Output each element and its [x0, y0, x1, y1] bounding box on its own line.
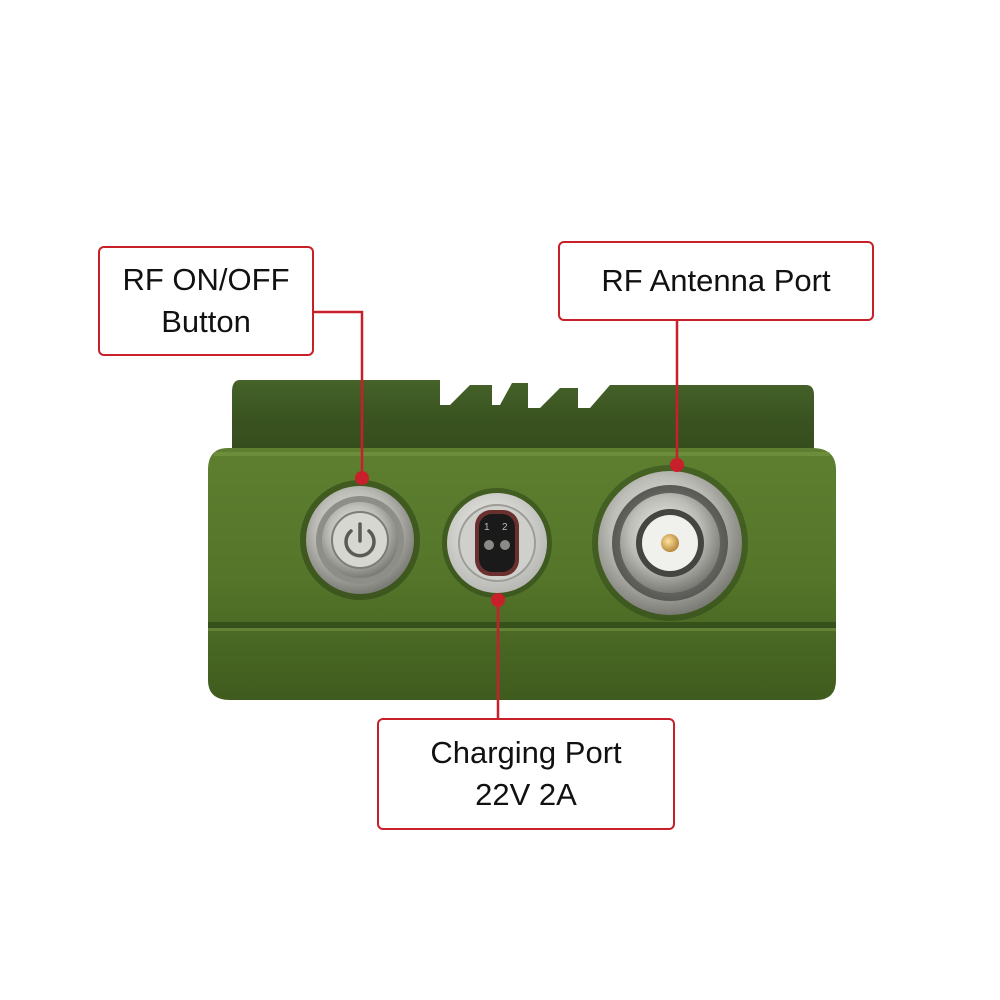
connector-pin-2-label: 2	[502, 522, 508, 533]
power-icon	[344, 522, 376, 558]
connector-pin	[484, 540, 510, 550]
charging-port-callout: Charging Port 22V 2A	[377, 718, 675, 830]
charging-port	[442, 488, 552, 598]
rf-antenna-port	[592, 465, 748, 621]
connector-pin-1-label: 1	[484, 522, 490, 533]
callout-leader-charging	[491, 593, 505, 718]
charging-port-callout-line2: 22V 2A	[475, 777, 577, 812]
callout-leader-antenna	[670, 321, 684, 472]
rf-button-callout-line1: RF ON/OFF	[122, 262, 290, 297]
callout-leader-rf-button	[314, 310, 369, 485]
charging-port-callout-line1: Charging Port	[430, 735, 622, 770]
rf-button-callout-line2: Button	[161, 304, 251, 339]
antenna-port-callout: RF Antenna Port	[558, 241, 874, 321]
antenna-port-callout-label: RF Antenna Port	[601, 263, 831, 298]
rf-button-callout: RF ON/OFF Button	[98, 246, 314, 356]
device-top-housing	[232, 380, 814, 455]
